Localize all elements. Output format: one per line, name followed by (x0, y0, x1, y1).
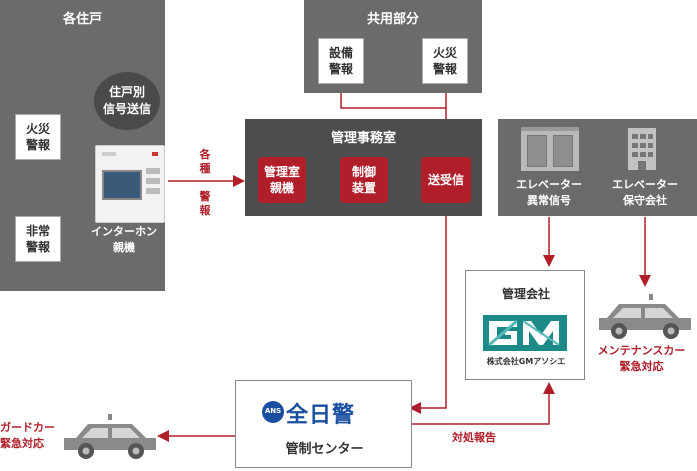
residence-fire-alarm: 火災警報 (15, 114, 61, 160)
zennikkei-logo-icon: ANS (262, 401, 284, 423)
gm-logo-text: 株式会社GMアソシエ (486, 357, 566, 366)
intercom-label: インターホン親機 (91, 225, 157, 254)
guard-car-label: ガードカー緊急対応 (0, 421, 55, 450)
transceiver-to-center-arrow (409, 206, 447, 414)
management-office-title: 管理事務室 (330, 131, 396, 146)
zennikkei-logo-text: 全日警 (286, 402, 356, 428)
maintenance-building-icon (628, 128, 656, 170)
elevator-maintenance-company-label: エレベーター保守会社 (612, 178, 678, 207)
elevator-icon (521, 127, 579, 171)
intercom-unit-icon (95, 145, 165, 223)
management-company-card: 管理会社 株式会社GMアソシエ (465, 270, 585, 380)
office-master-unit: 管理室親機 (258, 157, 306, 203)
equipment-alarm: 設備警報 (318, 38, 364, 84)
guard-car-icon (62, 414, 158, 460)
common-fire-alarm: 火災警報 (422, 38, 468, 84)
residence-emergency-alarm: 非常警報 (15, 216, 61, 262)
gm-logo-icon (483, 315, 567, 351)
common-to-transceiver-line (340, 86, 447, 109)
maintenance-car-icon (597, 294, 693, 340)
control-center-card: ANS 全日警 管制センター (235, 380, 412, 468)
maintenance-car-label: メンテナンスカー緊急対応 (597, 344, 686, 373)
management-company-title: 管理会社 (501, 287, 550, 301)
common-area-title: 共用部分 (366, 12, 419, 27)
zennikkei-logo-badge: ANS (264, 407, 282, 415)
control-center-label: 管制センター (285, 442, 364, 457)
residences-title: 各住戸 (62, 12, 102, 27)
transceiver: 送受信 (421, 157, 471, 203)
various-alarms-label: 各種 警報 (199, 148, 211, 217)
control-device: 制御装置 (340, 157, 388, 203)
signal-send-circle: 住戸別信号送信 (94, 72, 160, 130)
elevator-abnormal-signal-label: エレベーター異常信号 (516, 178, 582, 207)
center-to-management-arrow (412, 382, 555, 425)
response-report-label: 対処報告 (452, 431, 496, 444)
